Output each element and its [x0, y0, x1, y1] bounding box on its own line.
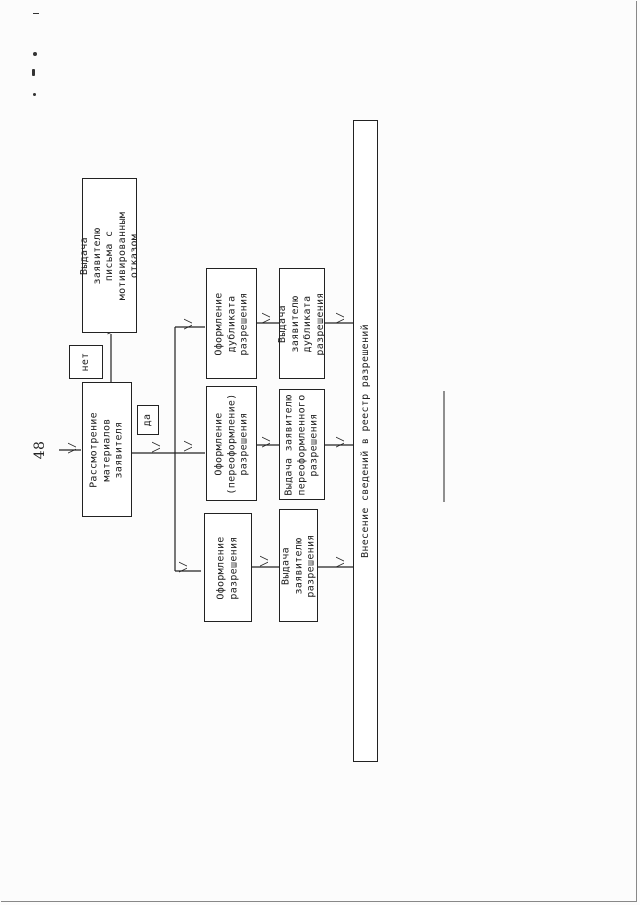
review-box: Рассмотрение материалов заявителя [82, 382, 132, 517]
reissue-form-box: Оформление (переоформление) разрешения [206, 386, 257, 501]
no-label-box: нет [69, 345, 103, 379]
arrow-right-icon: \/ [183, 439, 195, 453]
reissue-give-label: Выдача заявителю переоформленного разреш… [283, 393, 320, 496]
duplicate-form-label: Оформление дубликата разрешения [212, 291, 249, 356]
yes-label: да [141, 413, 153, 427]
issue-form-box: Оформление разрешения [204, 513, 252, 622]
refusal-box: Выдача заявителю письма с мотивированным… [78, 178, 139, 333]
page-number: 48 [31, 440, 48, 460]
scan-speck [33, 52, 37, 56]
refusal-label: Выдача заявителю письма с мотивированным… [78, 211, 140, 300]
arrow-right-icon: \/ [335, 555, 347, 569]
issue-form-label: Оформление разрешения [215, 535, 240, 600]
arrow-right-icon: \/ [259, 554, 271, 568]
registry-box: Внесение сведений в реестр разрешений [353, 120, 378, 762]
review-label: Рассмотрение материалов заявителя [88, 411, 125, 488]
arrow-right-icon: \/ [67, 441, 79, 455]
duplicate-give-box: Выдача заявителю дубликата разрешения [277, 268, 326, 379]
scan-speck [33, 13, 39, 14]
arrow-right-icon: \/ [335, 435, 347, 449]
arrow-right-icon: \/ [178, 560, 190, 574]
arrow-right-icon: \/ [335, 311, 347, 325]
reissue-form-label: Оформление (переоформление) разрешения [212, 392, 249, 495]
issue-give-label: Выдача заявителю разрешения [279, 533, 316, 598]
duplicate-form-box: Оформление дубликата разрешения [206, 268, 257, 379]
arrow-right-icon: \/ [261, 311, 273, 325]
yes-label-box: да [137, 405, 159, 435]
no-label: нет [79, 352, 91, 372]
reissue-give-box: Выдача заявителю переоформленного разреш… [279, 389, 325, 500]
scan-speck [32, 69, 35, 76]
arrow-right-icon: \/ [183, 317, 195, 331]
arrow-right-icon: \/ [151, 440, 163, 454]
registry-label: Внесение сведений в реестр разрешений [359, 324, 371, 558]
duplicate-give-label: Выдача заявителю дубликата разрешения [277, 291, 326, 356]
scan-speck [33, 93, 36, 96]
issue-give-box: Выдача заявителю разрешения [279, 509, 318, 622]
arrow-right-icon: \/ [261, 435, 273, 449]
